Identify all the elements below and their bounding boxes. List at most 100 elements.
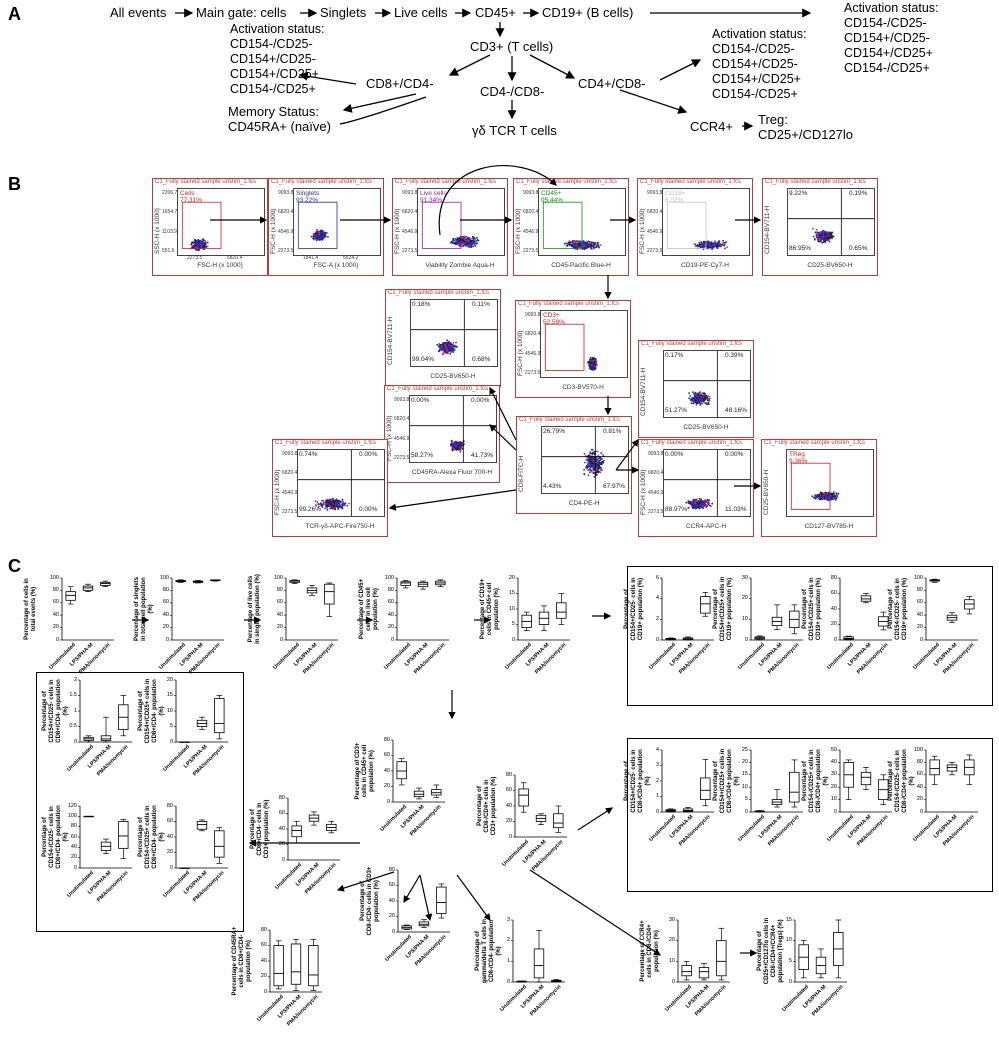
box-0 <box>929 578 940 583</box>
memory-title: Memory Status: <box>228 104 320 119</box>
flow-y-tick: 4546.9 <box>402 228 418 235</box>
boxplot-y-axis-label: Percentage of CD45RA+ cells in CD8+/CD4-… <box>232 926 252 996</box>
quadrant-percentage: 26.79% <box>543 428 566 435</box>
flow-dot-cloud <box>181 201 222 252</box>
memory-phenotype: CD45RA+ (naïve) <box>228 119 331 134</box>
flow-y-tick: 6820.4 <box>523 209 539 216</box>
gate-outline <box>790 462 831 510</box>
boxplot-svg <box>395 577 449 641</box>
boxplot-ytick-label: 60 <box>387 599 394 606</box>
gate-label: TReg 9.36% <box>789 451 808 465</box>
boxplot-ytick-label: 100 <box>49 574 59 581</box>
quadrant-percentage: 0.00% <box>411 397 430 404</box>
flow-y-axis-label: CD8-FITC-H <box>518 455 525 492</box>
flow-plot-area <box>787 188 875 256</box>
boxplot-ytick-label: 20 <box>166 849 173 855</box>
box-1 <box>771 789 783 808</box>
boxplot-y-axis-label: Percentage of CD154+/CD25- cells in CD8-… <box>624 749 651 813</box>
boxplot-y-axis-label: Percentage of CD154+/CD25+ cells in CD19… <box>713 576 733 642</box>
activation-cd4-item: CD154+/CD25+ <box>712 72 801 86</box>
flow-y-tick: 2273.5 <box>394 455 410 461</box>
flow-y-tick: 9093.8 <box>402 190 418 196</box>
flow-plot-title: C1_Fully stained sample unstim_1.fcs <box>388 290 490 296</box>
boxplot-y-axis-label: Percentage of CD8+/CD4- cells in CD3+ po… <box>250 799 270 859</box>
gate-label: CD19+ 8.02% <box>665 190 686 204</box>
flow-dot-cloud <box>664 450 750 516</box>
boxplot-svg <box>78 805 132 869</box>
boxplot-ytick-label: 0 <box>55 636 59 643</box>
flow-y-tick: 4546.9 <box>282 489 298 496</box>
flow-plot-area <box>409 395 497 463</box>
box-2 <box>789 604 800 635</box>
boxplot-ytick-label: 0 <box>279 636 283 643</box>
quadrant-percentage: 0.11% <box>472 301 490 308</box>
activation-cd8-item: CD154+/CD25- <box>230 52 316 66</box>
boxplot-ytick-label: 0 <box>655 808 659 815</box>
boxplot-ytick-label: 4 <box>655 595 659 602</box>
activation-b-item: CD154+/CD25- <box>844 31 930 45</box>
boxplot-ytick-label: 20 <box>830 783 837 790</box>
box-0 <box>179 741 190 743</box>
box-0 <box>273 940 284 990</box>
boxplot-ytick-label: 80 <box>505 771 512 778</box>
boxplot-y-axis-label: Percentage of CCR4+ cells in CD8-/CD4+ p… <box>640 920 660 982</box>
boxplot-ytick-label: 0 <box>169 864 173 871</box>
box-0 <box>665 637 676 641</box>
boxplot-ytick-label: 40 <box>830 758 837 765</box>
flow-plot-title: C1_Fully stained sample unstim_1.fcs <box>765 179 867 185</box>
boxplot-y-axis-label: Percentage of CD3+ cells in CD45+ cell p… <box>355 742 375 800</box>
boxplot-ytick-label: 20 <box>260 973 267 979</box>
boxplot-y-axis-label: Percentage of CD154-/CD25+ cells in CD19… <box>802 577 822 641</box>
boxplot-y-axis-label: Percentage of CD154+/CD25+ cells in CD8-… <box>713 748 740 814</box>
flow-y-tick: 2273.5 <box>523 248 539 254</box>
box-1 <box>698 963 710 981</box>
activation-b-item: CD154-/CD25- <box>844 16 927 30</box>
boxplot-ytick-label: 2 <box>506 937 510 944</box>
boxplot-ytick-label: 5 <box>169 723 173 729</box>
box-0 <box>179 867 190 869</box>
boxplot-ytick-label: 40 <box>278 825 285 832</box>
flow-y-tick: 6820.4 <box>402 209 418 216</box>
flow-y-tick: 551.6 <box>162 248 175 254</box>
boxplot-y-axis-label: Percentage of singlets in total cell pop… <box>134 576 154 642</box>
group-box-b-activation <box>627 566 993 706</box>
boxplot-svg <box>838 749 892 813</box>
boxplot-ytick-label: 60 <box>278 810 285 816</box>
boxplot-ytick-label: 2 <box>655 777 659 784</box>
boxplot-ytick-label: 40 <box>830 605 837 612</box>
boxplot-ytick-label: 20 <box>52 624 59 631</box>
box-2 <box>118 695 129 737</box>
boxplot-y-axis-label: Percentage of gamma/delta T cells in CD8… <box>475 918 502 984</box>
boxplot-ytick-label: 10 <box>668 957 675 964</box>
flow-plot-area <box>662 188 750 256</box>
boxplot-ytick-label: 0 <box>919 808 923 815</box>
boxplot-ytick-label: 60 <box>276 599 283 606</box>
flow-plot-area <box>293 188 381 256</box>
box-1 <box>196 716 208 730</box>
boxplot-svg <box>516 577 570 641</box>
boxplot-ytick-label: 20 <box>830 621 837 627</box>
boxplot-ytick-label: 30 <box>668 916 675 923</box>
flow-dot-cloud <box>298 450 384 516</box>
boxplot-ytick-label: 10 <box>508 605 515 612</box>
boxplot-ytick-label: 40 <box>162 611 169 618</box>
boxplot-y-axis-label: Percentage of CD154+/CD25- cells in CD19… <box>624 577 644 641</box>
boxplot-svg <box>513 774 567 838</box>
flow-y-tick: 9093.8 <box>525 312 541 318</box>
flow-y-axis-label: FSC-H (x 1000) <box>515 208 522 254</box>
box-2 <box>214 827 225 864</box>
boxplot-svg <box>286 797 340 861</box>
flow-y-tick: 4546.9 <box>523 228 539 235</box>
boxplot-svg <box>924 577 978 641</box>
gate-outline <box>544 323 585 371</box>
flow-x-axis-label: CD3-BV570-H <box>562 384 604 391</box>
box-1 <box>417 580 429 590</box>
quadrant-percentage: 58.27% <box>411 452 434 459</box>
group-box-cd4-activation <box>627 738 993 892</box>
node-memory: Memory Status: CD45RA+ (naïve) <box>228 104 331 134</box>
flow-y-axis-label: FSC-H (x 1000) <box>274 469 281 515</box>
